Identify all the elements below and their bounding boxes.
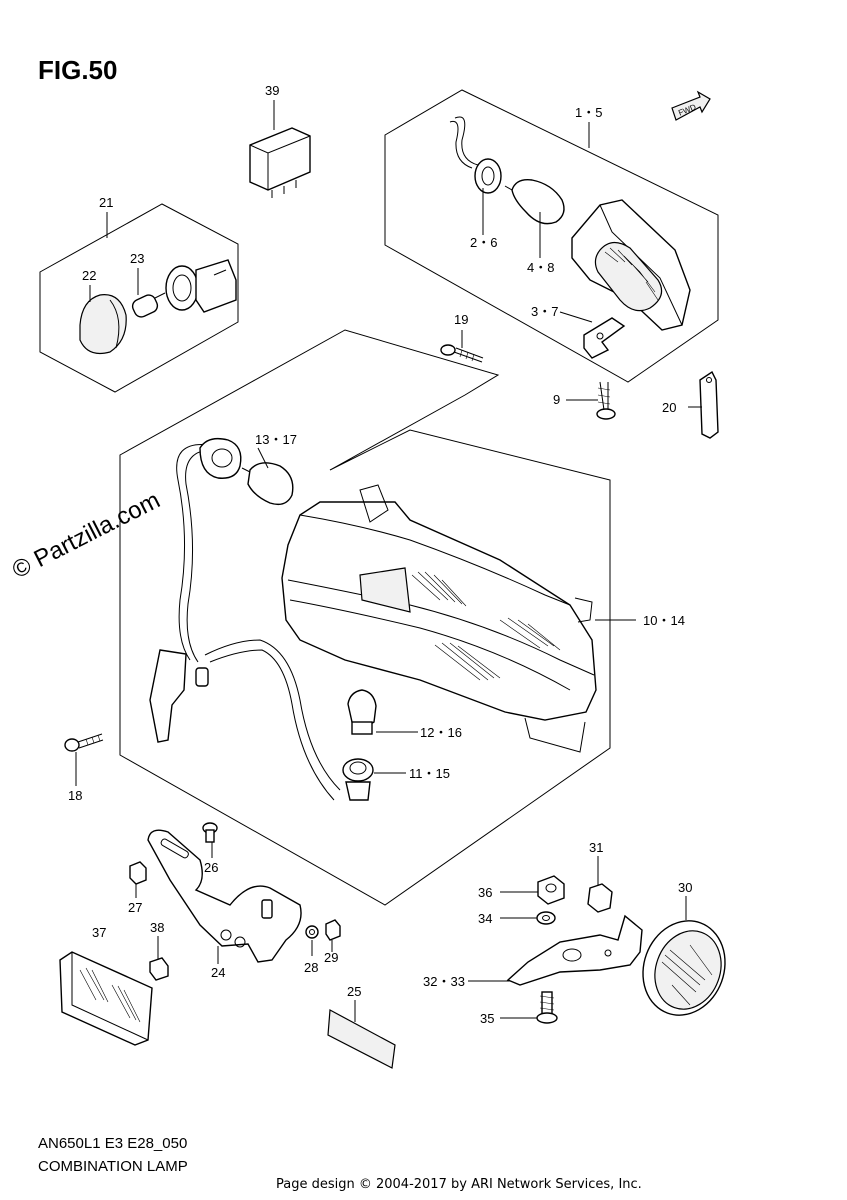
callout-1-5[interactable]: 1・5: [575, 105, 602, 120]
nut-38[interactable]: [149, 957, 169, 981]
callout-18[interactable]: 18: [68, 788, 82, 803]
bracket-24[interactable]: [147, 829, 302, 963]
callout-21[interactable]: 21: [99, 195, 113, 210]
section-name: COMBINATION LAMP: [38, 1158, 188, 1175]
screw-19[interactable]: [440, 344, 484, 363]
callout-28[interactable]: 28: [304, 960, 318, 975]
lamp-30[interactable]: [630, 909, 738, 1027]
screw-18[interactable]: [64, 733, 104, 752]
callout-2-6[interactable]: 2・6: [470, 235, 497, 250]
callout-4-8[interactable]: 4・8: [527, 260, 554, 275]
callout-20[interactable]: 20: [662, 400, 676, 415]
callout-35[interactable]: 35: [480, 1011, 494, 1026]
callout-3-7[interactable]: 3・7: [531, 304, 558, 319]
lamp-housing-10-14[interactable]: [281, 484, 597, 753]
copyright-credit: Page design © 2004-2017 by ARI Network S…: [276, 1177, 642, 1192]
callout-29[interactable]: 29: [324, 950, 338, 965]
callout-labels: 39 1・5 21 22 23 2・6 4・8 3・7 19 9 20 13・1…: [68, 83, 692, 1026]
callout-22[interactable]: 22: [82, 268, 96, 283]
socket-13-17[interactable]: [199, 437, 242, 479]
wire-lead-2-6: [449, 116, 479, 169]
bracket-harness[interactable]: [149, 649, 209, 743]
callout-9[interactable]: 9: [553, 392, 560, 407]
nut-36[interactable]: [537, 875, 565, 905]
bulb-23[interactable]: [130, 292, 166, 319]
callout-39[interactable]: 39: [265, 83, 279, 98]
relay-39[interactable]: [249, 127, 311, 198]
figure-title: FIG.50: [38, 55, 118, 85]
nut-27[interactable]: [129, 861, 147, 885]
callout-27[interactable]: 27: [128, 900, 142, 915]
model-code: AN650L1 E3 E28_050: [38, 1135, 188, 1152]
callout-19[interactable]: 19: [454, 312, 468, 327]
group-outline-main-lamp: [119, 329, 611, 906]
leader-lines: [75, 100, 702, 1022]
callout-25[interactable]: 25: [347, 984, 361, 999]
washer-34[interactable]: [536, 911, 556, 925]
fwd-arrow-icon: FWD: [671, 90, 711, 121]
label-25[interactable]: [327, 1009, 396, 1069]
screw-9[interactable]: [596, 381, 616, 420]
callout-12-16[interactable]: 12・16: [420, 725, 462, 740]
lens-22[interactable]: [79, 294, 127, 355]
reflector-37[interactable]: [59, 951, 153, 1046]
callout-23[interactable]: 23: [130, 251, 144, 266]
strap-20[interactable]: [699, 370, 719, 439]
callout-38[interactable]: 38: [150, 920, 164, 935]
callout-34[interactable]: 34: [478, 911, 492, 926]
bolt-35[interactable]: [536, 991, 558, 1024]
callout-31[interactable]: 31: [589, 840, 603, 855]
callout-13-17[interactable]: 13・17: [255, 432, 297, 447]
nut-29[interactable]: [325, 919, 341, 941]
callout-10-14[interactable]: 10・14: [643, 613, 685, 628]
group-outline-1-5: [384, 89, 719, 383]
callout-32-33[interactable]: 32・33: [423, 974, 465, 989]
clip-3-7[interactable]: [583, 317, 626, 359]
bracket-32-33[interactable]: [506, 914, 643, 986]
callout-24[interactable]: 24: [211, 965, 225, 980]
callout-37[interactable]: 37: [92, 925, 106, 940]
socket-11-15[interactable]: [342, 758, 374, 801]
callout-11-15[interactable]: 11・15: [409, 766, 450, 781]
group-outline-21: [39, 203, 239, 393]
bolt-26[interactable]: [202, 822, 218, 843]
callout-26[interactable]: 26: [204, 860, 218, 875]
wire-harness: [176, 443, 341, 801]
turn-signal-housing-1-5[interactable]: [571, 199, 691, 331]
socket-21[interactable]: [165, 259, 237, 313]
callout-30[interactable]: 30: [678, 880, 692, 895]
bulb-13-17[interactable]: [241, 462, 294, 506]
callout-36[interactable]: 36: [478, 885, 492, 900]
bulb-4-8[interactable]: [504, 179, 565, 225]
bulb-12-16[interactable]: [347, 689, 377, 735]
socket-2-6[interactable]: [474, 158, 502, 194]
washer-28[interactable]: [305, 925, 319, 939]
nut-31[interactable]: [587, 883, 613, 913]
